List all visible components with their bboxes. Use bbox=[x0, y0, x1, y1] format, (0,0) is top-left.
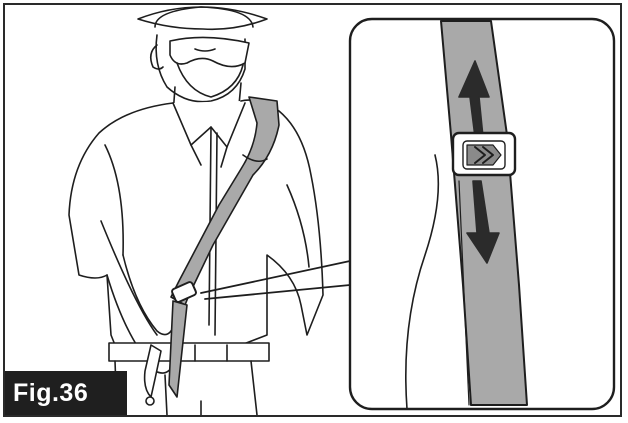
zoom-inset bbox=[350, 19, 614, 409]
strap-buckle bbox=[453, 133, 515, 175]
belt bbox=[109, 343, 269, 361]
worker-figure bbox=[69, 7, 323, 415]
figure-label: Fig.36 bbox=[5, 371, 127, 415]
figure-frame: Fig.36 bbox=[3, 3, 622, 417]
illustration bbox=[5, 5, 622, 417]
jacket bbox=[69, 100, 323, 345]
